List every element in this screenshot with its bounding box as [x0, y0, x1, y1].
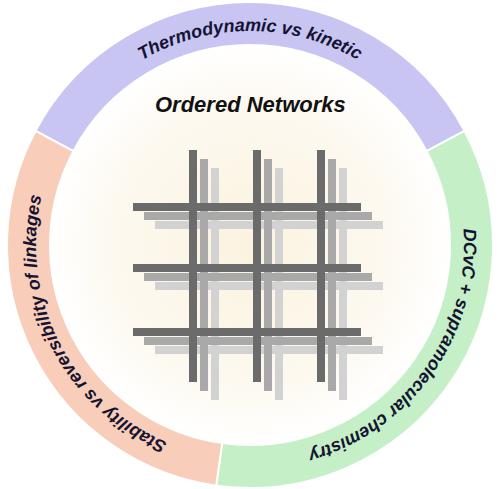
band-label: Stability vs reversibility of linkages [20, 193, 169, 458]
band-fill [7, 131, 222, 486]
inner-disc [50, 45, 450, 445]
center-heading-box: Ordered Networks [149, 90, 352, 120]
grid-bar [133, 264, 361, 272]
band-fill [35, 2, 464, 151]
band-label-group: Thermodynamic vs kinetic [134, 15, 366, 64]
band-label: Thermodynamic vs kinetic [134, 15, 366, 64]
grid-illustration [133, 150, 383, 400]
grid-bar [133, 203, 361, 211]
band-label-group: Stability vs reversibility of linkages [20, 193, 169, 458]
band-label: DCvC + supramolecular chemistry [306, 228, 480, 467]
center-heading: Ordered Networks [155, 92, 346, 118]
band-fill [216, 131, 493, 488]
grid-bar [133, 328, 361, 336]
band-label-group: DCvC + supramolecular chemistry [306, 228, 480, 467]
